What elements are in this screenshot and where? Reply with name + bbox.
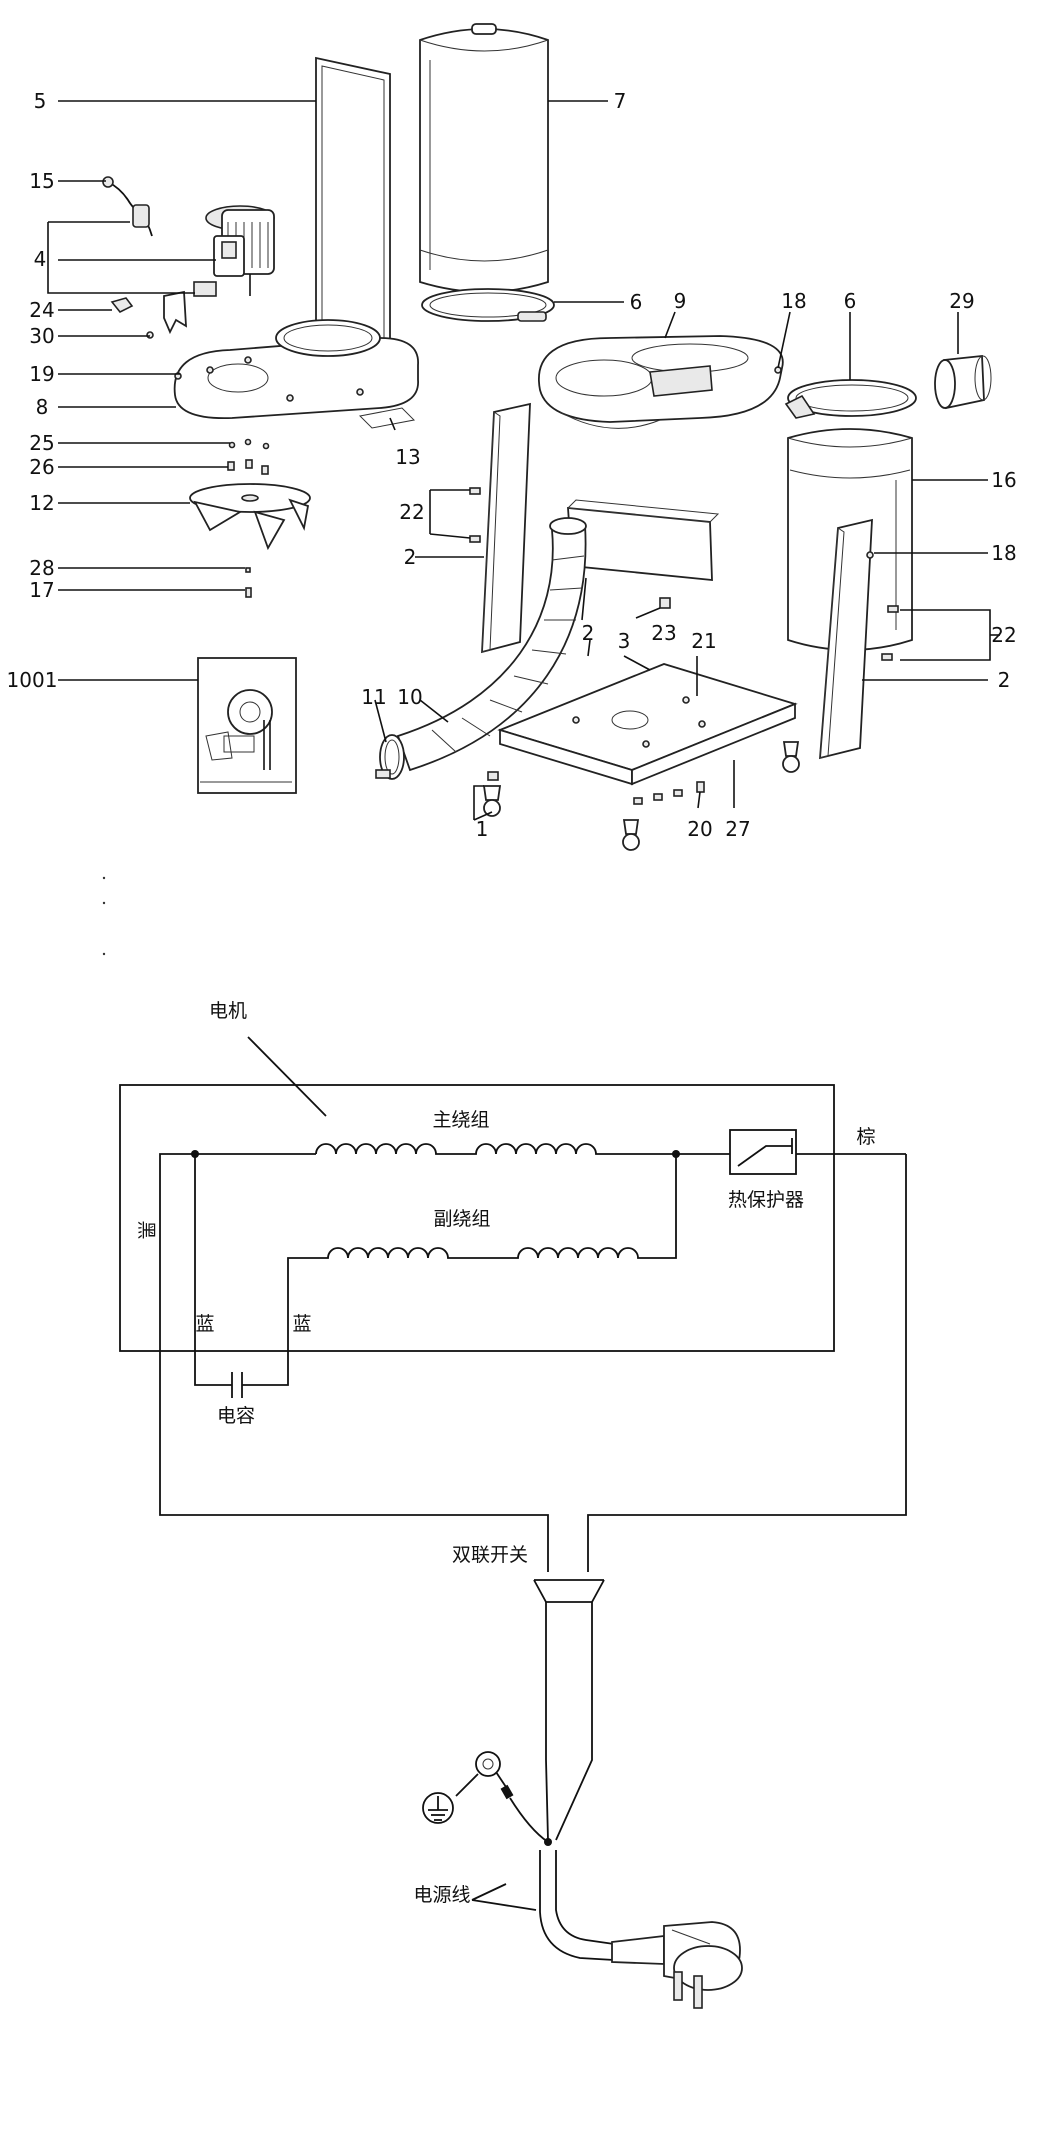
capacitor: 电容 [194, 1154, 289, 1427]
part-2-leg-right [819, 518, 873, 760]
part-12-impeller [189, 483, 311, 551]
black-wire-label: 黑 [135, 1220, 157, 1239]
ground-icon [422, 1792, 454, 1824]
callout-24: 24 [29, 298, 54, 322]
part-6-clamp-ring-right [784, 379, 917, 419]
part-20-bolt [696, 781, 705, 793]
part-23-nut [659, 597, 671, 609]
blue-wire-label-left: 蓝 [195, 1313, 214, 1335]
part-25-screws [228, 438, 270, 450]
callout-16: 16 [991, 468, 1016, 492]
part-17-bolt [245, 587, 252, 598]
part-22-bolts-left [469, 487, 481, 543]
main-winding-label: 主绕组 [432, 1109, 489, 1131]
callout-8: 8 [36, 395, 49, 419]
power-cord-label: 电源线 [413, 1884, 470, 1906]
part-10-hose [396, 517, 587, 772]
part-8-motor-base [173, 319, 419, 420]
part-2-leg-center [566, 499, 720, 581]
callout-19: 19 [29, 362, 54, 386]
brown-wire-label: 棕 [856, 1126, 875, 1148]
part-3-base-plate [497, 663, 798, 786]
callout-27: 27 [725, 817, 750, 841]
part-24-nut [110, 297, 134, 314]
callout-22-right: 22 [991, 623, 1016, 647]
separator-dots [102, 876, 106, 956]
callout-1001: 1001 [7, 668, 58, 692]
callout-2-left: 2 [404, 545, 417, 569]
part-11-hose-clamp [375, 734, 405, 780]
callout-7: 7 [614, 89, 627, 113]
callout-3: 3 [618, 629, 631, 653]
part-1001-motor-label [197, 657, 297, 794]
part-7-filter-bag [419, 23, 549, 293]
callout-30: 30 [29, 324, 54, 348]
callout-20: 20 [687, 817, 712, 841]
callout-18-top: 18 [781, 289, 806, 313]
motor-housing-box [119, 1084, 835, 1352]
part-9-separator-lid [538, 335, 784, 429]
thermal-protector: 热保护器 [676, 1129, 906, 1211]
part-5-panel [315, 56, 391, 350]
part-26-washers [227, 459, 269, 475]
callout-6-top: 6 [630, 290, 643, 314]
callout-5: 5 [34, 89, 47, 113]
part-6-clamp-ring-top [421, 288, 555, 322]
callout-9: 9 [674, 289, 687, 313]
callout-2-right: 2 [998, 668, 1011, 692]
part-29-hose-adapter [934, 355, 992, 410]
part-28-key [245, 567, 251, 573]
callout-6-right: 6 [844, 289, 857, 313]
callout-1: 1 [476, 817, 489, 841]
main-winding: 主绕组 [195, 1109, 676, 1155]
part-1-caster [482, 771, 502, 817]
aux-winding-label: 副绕组 [433, 1208, 490, 1230]
callout-10: 10 [397, 685, 422, 709]
part-4-motor [193, 205, 275, 297]
callout-23: 23 [651, 621, 676, 645]
double-switch: 双联开关 [452, 1540, 605, 1603]
wiring-diagram: 电机 主绕组 副绕组 热保护器 棕 黑 [119, 1000, 907, 2009]
callout-17: 17 [29, 578, 54, 602]
callout-15: 15 [29, 169, 54, 193]
part-27-nuts [633, 789, 683, 805]
part-22-bolts-right [881, 605, 899, 661]
aux-winding: 副绕组 [287, 1154, 677, 1263]
callout-29: 29 [949, 289, 974, 313]
callout-18-right: 18 [991, 541, 1016, 565]
part-18-screw-right [866, 551, 874, 559]
part-15-cable [102, 176, 153, 237]
blue-wire-label-right: 蓝 [292, 1313, 311, 1335]
motor-label: 电机 [209, 1000, 247, 1022]
part-13-label [358, 407, 416, 429]
callout-13: 13 [395, 445, 420, 469]
callout-leaders [47, 100, 1000, 821]
part-caster-right [782, 741, 800, 773]
exploded-parts-diagram: 5 7 15 4 24 30 19 8 13 6 9 18 6 29 25 26… [7, 23, 1017, 956]
ground-ring-terminal [455, 1751, 549, 1843]
capacitor-label: 电容 [217, 1405, 255, 1427]
callout-21: 21 [691, 629, 716, 653]
power-cord: 电源线 [413, 1838, 615, 1961]
callout-12: 12 [29, 491, 54, 515]
callout-2-center: 2 [582, 621, 595, 645]
double-switch-label: 双联开关 [452, 1544, 528, 1566]
callout-25: 25 [29, 431, 54, 455]
callout-28: 28 [29, 556, 54, 580]
plug-icon [611, 1921, 743, 2009]
thermal-protector-label: 热保护器 [728, 1189, 804, 1211]
part-30-bracket [146, 290, 187, 339]
callout-11: 11 [361, 685, 386, 709]
callout-26: 26 [29, 455, 54, 479]
part-caster-front [622, 819, 640, 851]
callout-22-left: 22 [399, 500, 424, 524]
part-2-leg-left [481, 402, 531, 654]
callout-labels: 5 7 15 4 24 30 19 8 13 6 9 18 6 29 25 26… [7, 89, 1017, 841]
callout-4: 4 [34, 247, 47, 271]
